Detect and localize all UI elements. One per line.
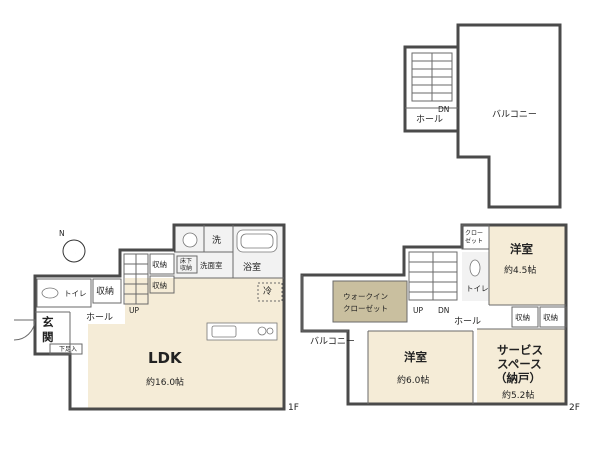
label-bath: 浴室: [243, 261, 261, 273]
label-wic-a: ウォークイン: [343, 292, 388, 301]
balcony-top-outline: [456, 23, 562, 209]
label-up-1f: UP: [129, 306, 139, 315]
label-service-c: （納戸）: [495, 371, 541, 385]
label-toilet-1f: トイレ: [64, 289, 87, 298]
label-closet-small-a: クロー: [465, 230, 483, 237]
entrance-door: [13, 319, 36, 341]
label-closet-small-b: ゼット: [465, 237, 483, 245]
storage-2f-a: [511, 306, 539, 328]
label-underfloor-b: 収納: [180, 264, 192, 272]
label-storage-1f-a: 収納: [152, 259, 167, 269]
underfloor-storage: [176, 255, 198, 274]
outline-1f: [33, 223, 286, 411]
rooftop-floor: DN ホール バルコニー: [403, 23, 562, 209]
storage-1f-b: [149, 275, 175, 294]
label-yoshitsu-b: 洋室: [404, 350, 427, 364]
label-hall-top: ホール: [416, 114, 443, 125]
label-yoshitsu-a-size: 約4.5帖: [504, 264, 536, 276]
label-compass: N: [59, 229, 65, 238]
label-balcony-top: バルコニー: [492, 109, 537, 120]
label-wic-b: クローゼット: [343, 303, 388, 313]
second-floor: 洋室 約4.5帖 クロー ゼット トイレ UP DN ウォークイン クローゼット…: [300, 223, 580, 413]
toilet-1f-icon: [41, 287, 59, 299]
label-1f: 1F: [288, 403, 299, 413]
stair-box-top: [403, 45, 460, 133]
stair-2f-icon: [408, 251, 458, 301]
label-ldk-size: 約16.0帖: [146, 376, 184, 388]
stove-icon: [257, 326, 267, 336]
balcony-top-area: [458, 25, 560, 207]
wic-floor: [333, 281, 407, 322]
closet-small: [461, 224, 490, 250]
first-floor: 浴室 洗 床下 収納 洗面室 収納 収納 UP 冷 トイレ: [13, 223, 299, 413]
label-up-2f: UP: [413, 306, 423, 315]
label-genkan-b: 関: [42, 330, 54, 344]
storage-1f-a: [149, 253, 175, 275]
genkan-floor: [35, 312, 87, 354]
label-shoebox: 下足入: [59, 346, 77, 353]
label-2f: 2F: [569, 403, 580, 413]
compass-icon: N: [59, 229, 86, 263]
yoshitsu-b-floor: [368, 331, 473, 404]
toilet-2f-icon: [469, 259, 481, 277]
label-service-a: サービス: [497, 343, 543, 357]
label-balcony-2f: バルコニー: [310, 336, 355, 347]
label-genkan-a: 玄: [42, 315, 54, 329]
label-storage-2f-b: 収納: [543, 312, 558, 322]
label-storage-2f-a: 収納: [515, 312, 530, 322]
label-wash: 洗: [212, 234, 221, 246]
label-storage-1f-c: 収納: [96, 285, 114, 297]
stair-1f-icon: [123, 253, 149, 305]
label-underfloor-a: 床下: [180, 257, 192, 265]
yoshitsu-a-floor: [489, 225, 566, 305]
service-floor: [477, 329, 566, 404]
label-service-size: 約5.2帖: [502, 389, 534, 401]
label-yoshitsu-a: 洋室: [510, 242, 533, 256]
label-hall-2f: ホール: [454, 316, 481, 327]
label-ldk: LDK: [148, 349, 183, 367]
storage-2f-b: [539, 306, 567, 328]
toilet-1f: [36, 278, 92, 308]
label-storage-1f-b: 収納: [152, 280, 167, 290]
toilet-2f-floor: [462, 252, 489, 301]
stair-top-icon: [411, 52, 453, 102]
label-dn-2f: DN: [438, 306, 449, 315]
label-senmen: 洗面室: [200, 260, 223, 270]
storage-1f-c: [92, 278, 122, 304]
label-yoshitsu-b-size: 約6.0帖: [397, 374, 429, 386]
sink-icon: [182, 232, 198, 248]
balcony-2f-outline: [301, 275, 348, 332]
ldk-upper-floor: [174, 278, 284, 318]
label-reizou: 冷: [263, 285, 272, 297]
label-dn-top: DN: [438, 105, 449, 114]
label-toilet-2f: トイレ: [466, 284, 489, 293]
label-service-b: スペース: [497, 357, 542, 371]
label-hall-1f: ホール: [86, 312, 113, 323]
shoebox: [49, 343, 83, 355]
